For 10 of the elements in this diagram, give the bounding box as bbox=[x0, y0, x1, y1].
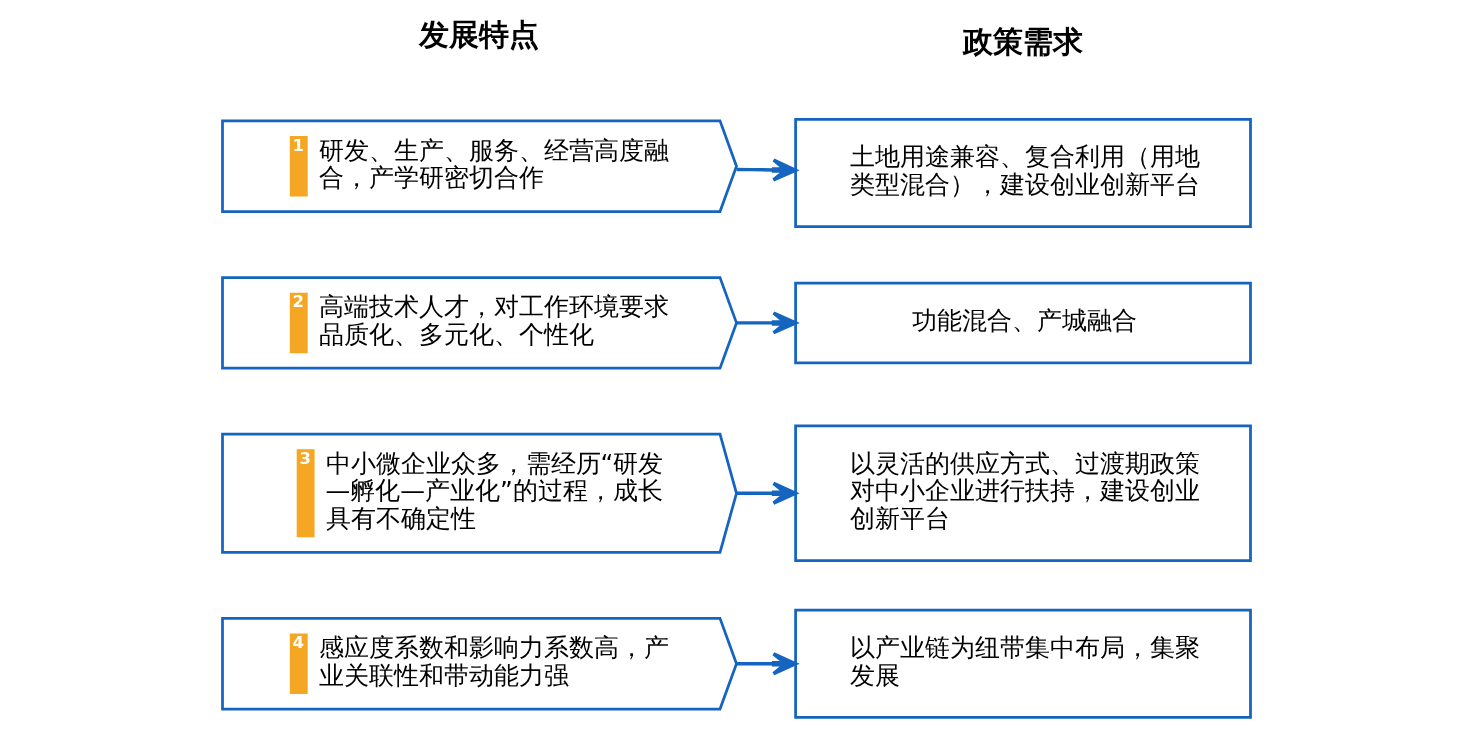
label: 政策需求 bbox=[962, 23, 1083, 59]
arrow bbox=[736, 652, 797, 676]
node-box: 功能混合、产城融合 bbox=[793, 281, 1252, 365]
arrow bbox=[736, 311, 797, 335]
node-box: 以产业链为纽带集中布局，集聚发展 bbox=[793, 608, 1252, 719]
arrow bbox=[736, 158, 797, 182]
node-box: 以灵活的供应方式、过渡期政策对中小企业进行扶持，建设创业创新平台 bbox=[793, 424, 1252, 563]
label: 发展特点 bbox=[418, 16, 539, 52]
arrow bbox=[736, 481, 797, 505]
node-box: 土地用途兼容、复合利用（用地类型混合），建设创业创新平台 bbox=[793, 118, 1252, 229]
